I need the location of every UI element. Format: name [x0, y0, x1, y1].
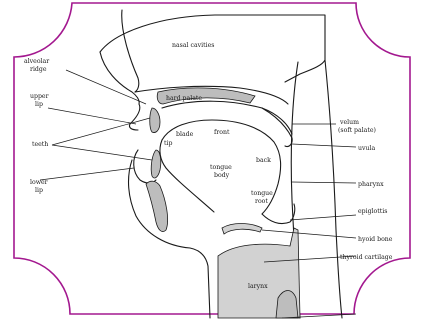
label-tongue-body-line1: tongue: [210, 164, 232, 171]
label-front: front: [214, 129, 230, 136]
label-epiglottis: epiglottis: [358, 208, 387, 215]
label-velum-line2: (soft palate): [338, 127, 376, 134]
label-tongue-root-line1: tongue: [251, 190, 273, 197]
frame-border: [14, 3, 410, 314]
upper-teeth: [150, 108, 160, 133]
velum-outline: [262, 108, 292, 147]
label-upper-lip-line1: upper: [30, 93, 49, 100]
leader-lines: [40, 70, 356, 318]
lower-teeth: [151, 150, 161, 178]
jaw-bone: [146, 181, 168, 231]
label-alveolar-ridge-line2: ridge: [30, 66, 47, 73]
chin-outline: [129, 160, 210, 318]
label-upper-lip-line2: lip: [35, 101, 43, 108]
hyoid-bone-shape: [222, 224, 262, 235]
label-tongue-body-line2: body: [214, 172, 230, 179]
tongue-underside: [160, 140, 214, 212]
upper-lip-outline: [129, 104, 139, 130]
label-blade: blade: [176, 131, 194, 138]
label-teeth: teeth: [32, 141, 48, 148]
label-velum-line1: velum: [339, 119, 359, 126]
label-nasal-cavities: nasal cavities: [172, 42, 214, 49]
epiglottis-shape: [262, 204, 295, 224]
label-pharynx: pharynx: [358, 181, 384, 188]
label-alveolar-ridge-line1: alveolar: [24, 58, 49, 65]
label-lower-lip-line2: lip: [35, 187, 43, 194]
label-uvula: uvula: [358, 145, 375, 152]
nasal-cavity-inner: [122, 10, 139, 92]
label-hard-palate: hard palate: [166, 95, 202, 102]
label-hyoid-bone: hyoid bone: [358, 236, 393, 243]
label-larynx: larynx: [248, 283, 268, 290]
label-tip: tip: [164, 140, 172, 147]
label-thyroid-cartilage: thyroid cartilage: [340, 254, 393, 261]
label-back: back: [256, 157, 271, 164]
spine-outline: [325, 60, 342, 318]
nose-outline: [100, 52, 139, 104]
label-lower-lip-line1: lower: [30, 179, 48, 186]
label-tongue-root-line2: root: [255, 198, 268, 205]
